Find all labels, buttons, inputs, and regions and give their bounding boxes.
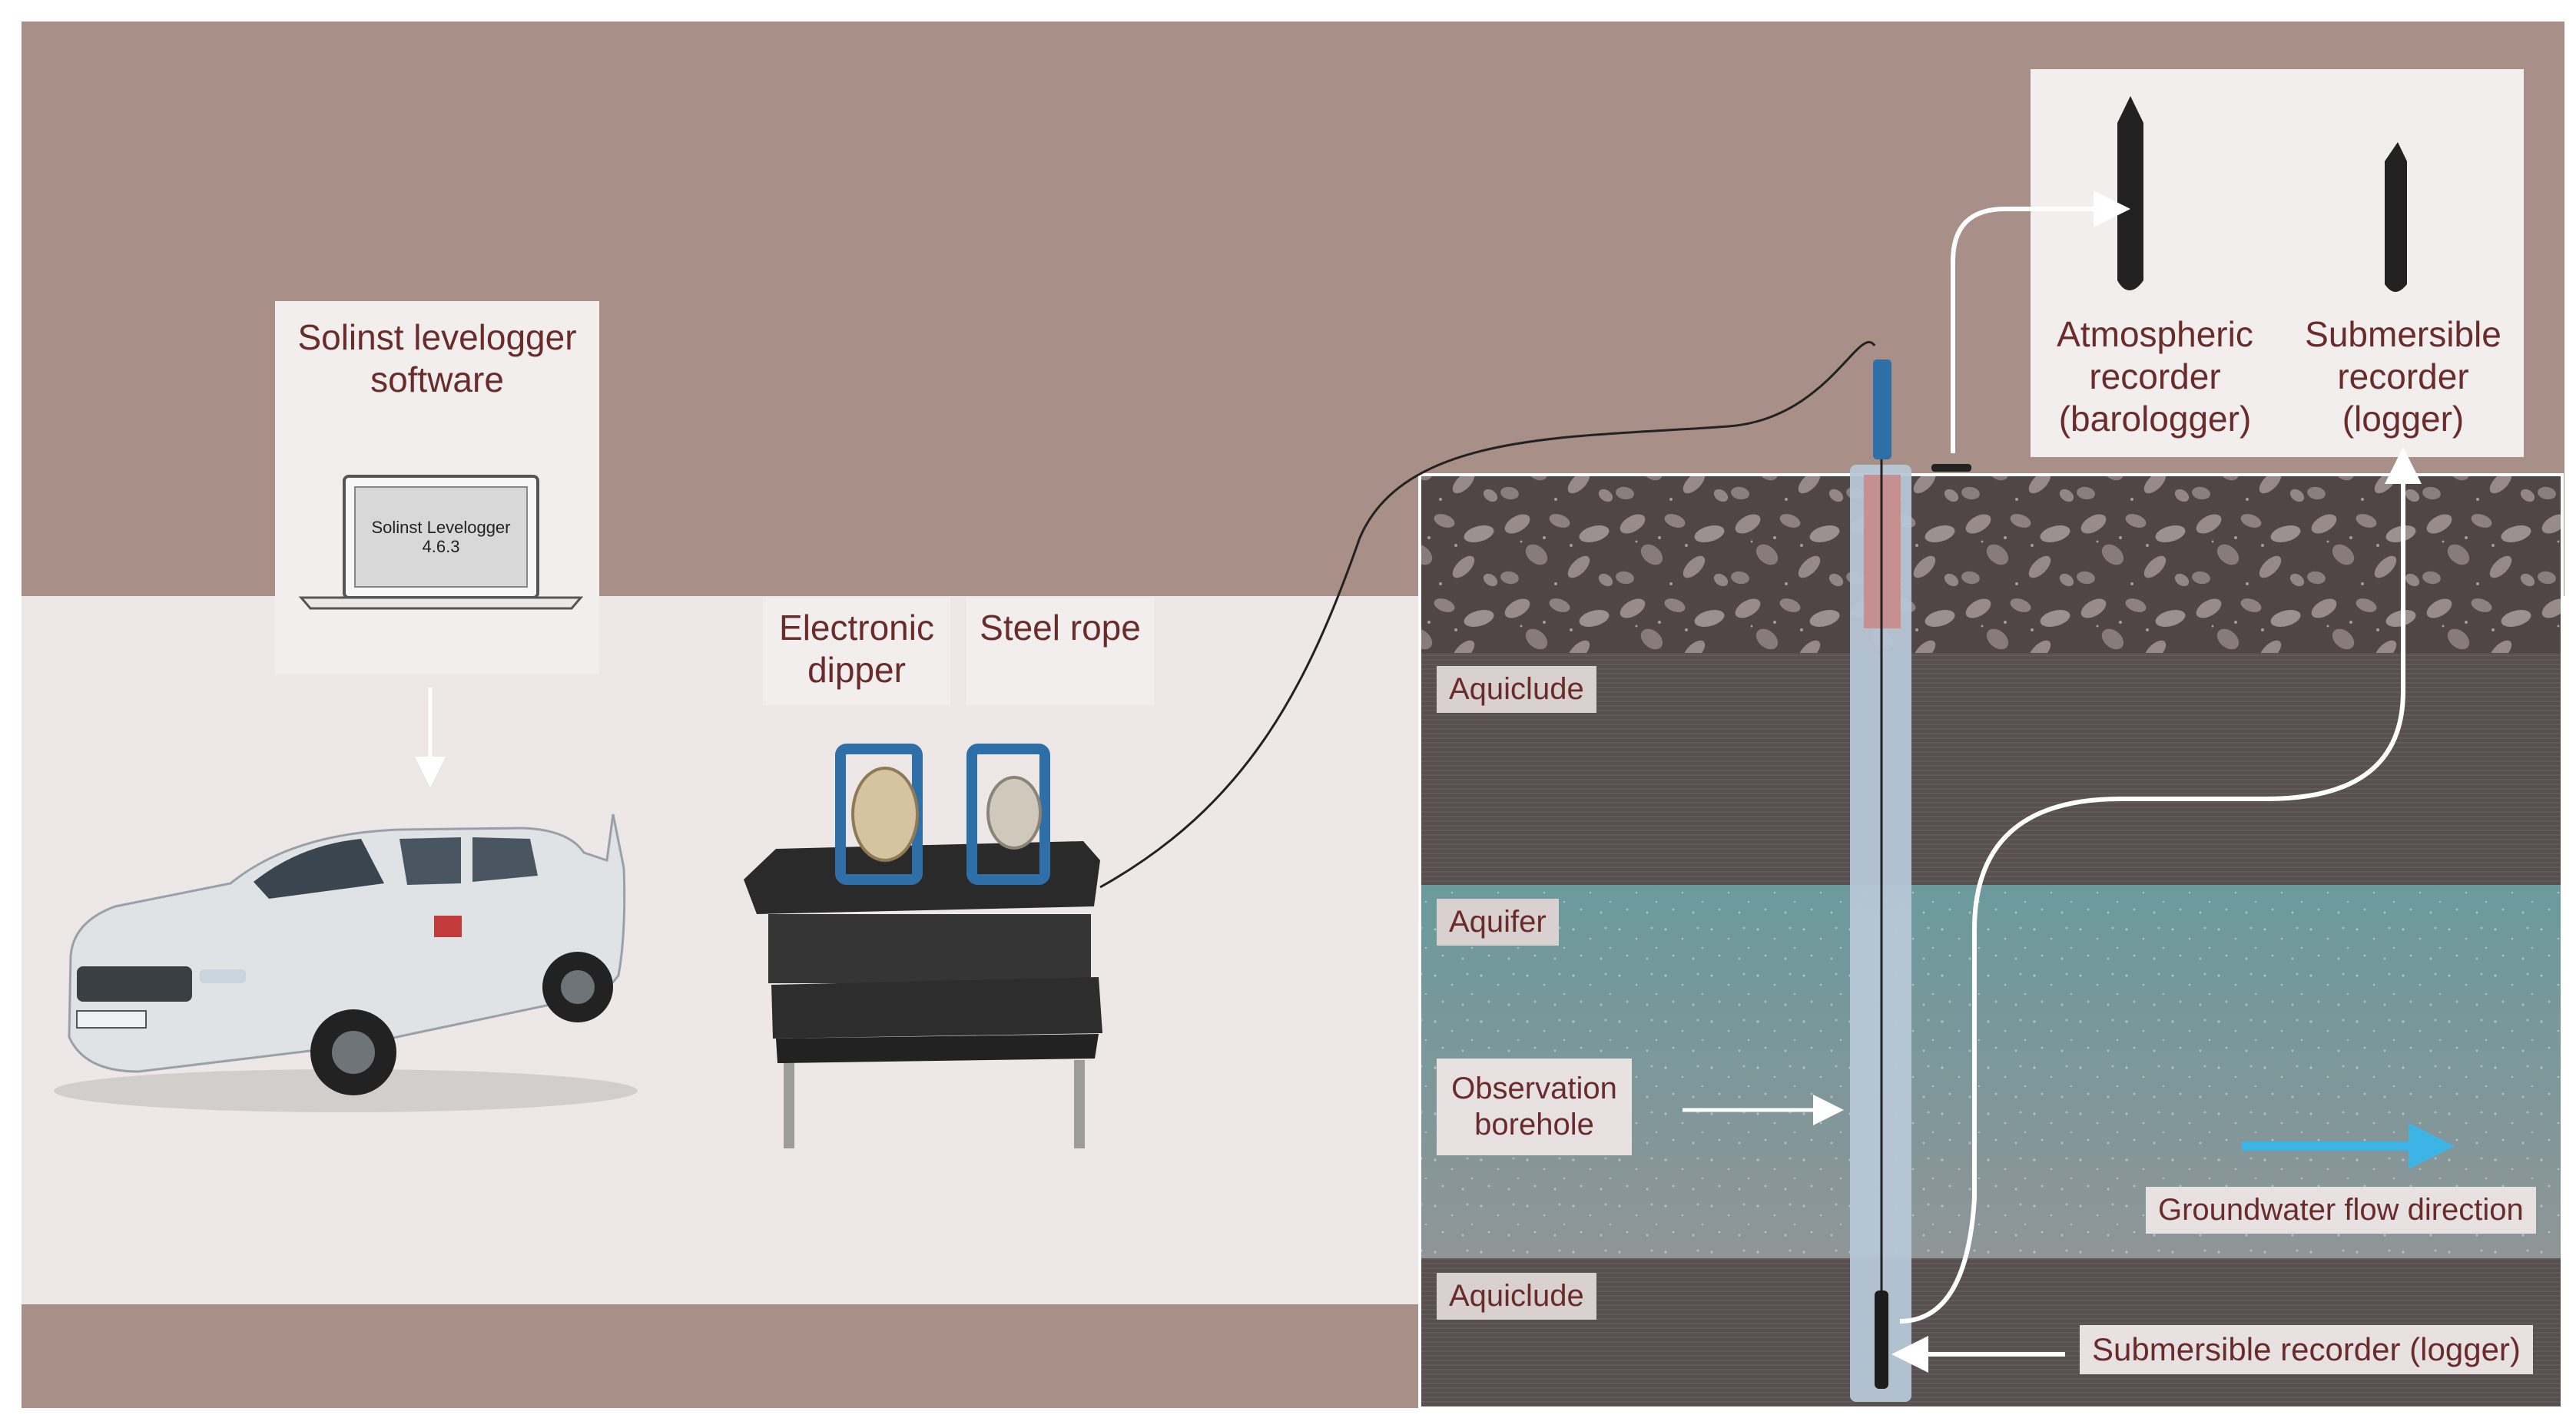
aquiclude-upper-label: Aquiclude	[1437, 666, 1596, 713]
submersible-logger-in-well	[1875, 1291, 1888, 1389]
steel-rope-label: Steel rope	[980, 608, 1141, 648]
barologger-at-well	[1931, 464, 1971, 472]
barologger-arrow	[1951, 191, 2130, 453]
laptop-icon	[298, 475, 584, 610]
groundwater-flow-label: Groundwater flow direction	[2146, 1187, 2536, 1234]
laptop-screen-text: Solinst Levelogger 4.6.3	[371, 518, 511, 557]
aquifer-label: Aquifer	[1437, 899, 1559, 946]
submersible-logger-label: Submersible recorder (logger)	[2080, 1325, 2533, 1374]
atmospheric-recorder-image	[2117, 96, 2143, 290]
logger-to-panel-arrow	[1899, 447, 2422, 1324]
software-title: Solinst levelogger software	[297, 317, 577, 400]
dipper-cable	[1099, 340, 1876, 889]
flow-arrow	[2242, 1123, 2455, 1169]
rope-label-box	[966, 598, 1154, 705]
observation-borehole-label: Observation borehole	[1437, 1059, 1632, 1156]
workbench-with-reels-image	[744, 744, 1102, 1148]
submersible-recorder-label: Submersible recorder (logger)	[2305, 314, 2501, 439]
bottom-band	[22, 1304, 1420, 1408]
submersible-recorder-image	[2385, 142, 2407, 292]
recorders-panel	[2031, 69, 2524, 457]
dipper-label-box	[763, 598, 950, 705]
borehole	[1850, 457, 1911, 1402]
pickup-truck-image	[54, 813, 638, 1112]
geological-section	[1418, 473, 2564, 1410]
electronic-dipper-label: Electronic dipper	[779, 608, 934, 691]
aquiclude-lower-label: Aquiclude	[1437, 1273, 1596, 1320]
atmospheric-recorder-label: Atmospheric recorder (barologger)	[2057, 314, 2253, 439]
gravel-layer	[1420, 475, 2562, 653]
dipper-probe	[1873, 359, 1891, 459]
